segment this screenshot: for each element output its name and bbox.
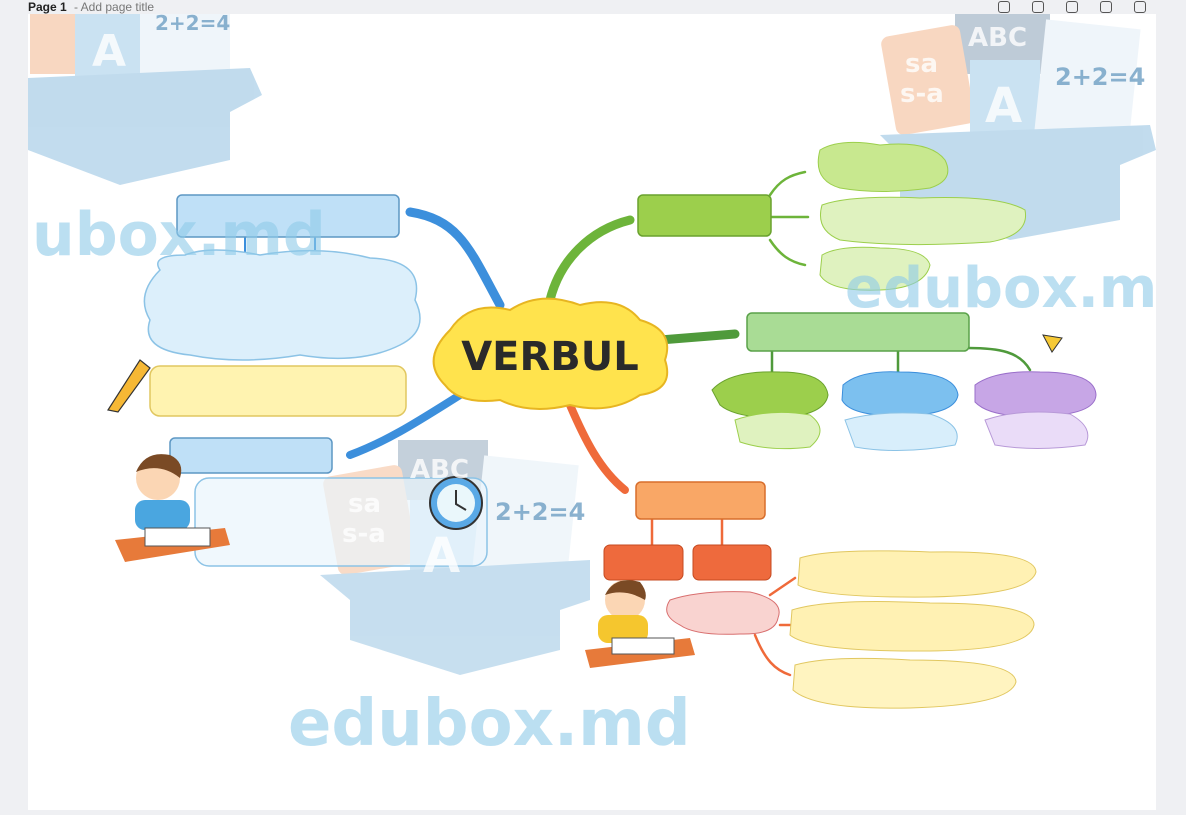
central-node-label: VERBUL [461,334,639,380]
node-green-blob[interactable] [711,371,829,419]
node-green-cloud-2[interactable] [820,196,1027,246]
design-canvas[interactable]: VERBUL A 2+2=4 ABC sa s-a A 2+2=4 ABC sa… [28,14,1156,810]
node-yellow-cloud-1[interactable] [797,550,1037,598]
connector-arrows [244,170,1032,677]
box-math3: 2+2=4 [495,498,585,526]
box-abc: ABC [968,23,1027,53]
box-math: 2+2=4 [155,14,230,35]
node-blue-subtitle[interactable] [169,437,333,474]
watermark-box-topleft [28,14,262,185]
watermark-text-left: ubox.md [32,200,326,270]
page-title-input[interactable]: - Add page title [74,0,155,14]
box-sa2: s-a [900,79,944,109]
node-purple-blob[interactable] [974,371,1097,417]
central-node[interactable] [432,297,669,410]
node-green-title[interactable] [637,194,772,237]
node-blue-title[interactable] [176,194,400,238]
comment-icon[interactable] [998,1,1010,13]
alarm-clock-icon [429,476,483,530]
box-sa4: s-a [342,519,386,549]
box-math2: 2+2=4 [1055,63,1145,91]
node-orange-title[interactable] [635,481,766,520]
node-blue-blob[interactable] [841,371,959,417]
node-blue-cloud[interactable] [143,249,421,361]
node-green-cloud-3[interactable] [819,246,931,291]
node-orange-left[interactable] [603,544,684,581]
node-green-cloud-1[interactable] [817,141,949,192]
node-blue-cloud-2[interactable] [844,412,958,452]
node-yellow-cloud-3[interactable] [792,657,1017,709]
box-sa3: sa [348,489,381,519]
pencil-icon [107,359,151,413]
page-label: Page 1 [28,0,67,14]
node-pink-blob[interactable] [666,591,780,635]
node-yellow-cloud-2[interactable] [789,601,1035,652]
node-yellow-note[interactable] [149,365,407,417]
boy-reading-illustration [585,580,695,668]
box-letter-a2: A [985,78,1022,134]
cursor-arrow-icon [1042,334,1063,353]
delete-icon[interactable] [1134,1,1146,13]
node-blue-box[interactable] [194,477,488,567]
box-letter-a: A [92,26,126,77]
top-bar: Page 1 - Add page title [0,0,1186,14]
watermark-text-bottom: edubox.md [288,687,691,761]
watermark-box-labels: A 2+2=4 ABC sa s-a A 2+2=4 ABC sa s-a A … [92,14,1145,584]
node-purple-cloud[interactable] [984,411,1089,449]
lock-icon[interactable] [1032,1,1044,13]
copy-icon[interactable] [1066,1,1078,13]
boy-writing-illustration [115,454,230,562]
box-letter-a3: A [423,528,460,584]
box-abc2: ABC [410,455,469,485]
duplicate-icon[interactable] [1100,1,1112,13]
node-orange-right[interactable] [692,544,772,581]
box-sa: sa [905,49,938,79]
node-green-right-title[interactable] [746,312,970,352]
watermark-text-right: edubox.m [845,256,1156,321]
node-green-cloud-4[interactable] [734,411,821,450]
